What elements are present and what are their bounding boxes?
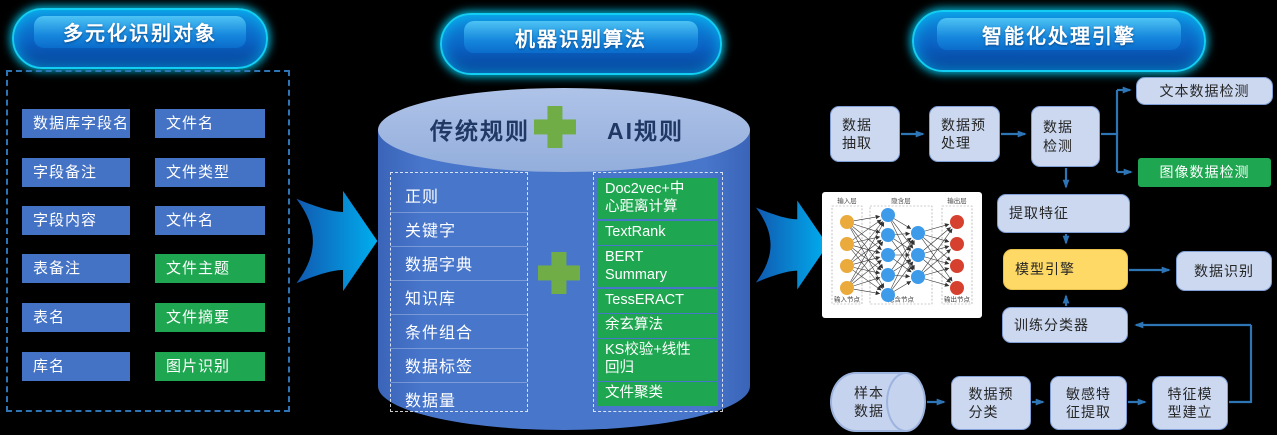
- ai-rule-item: 余玄算法: [598, 314, 718, 338]
- nn-node-label: 隐含节点: [888, 295, 915, 304]
- node-data-recognize: 数据识别: [1176, 251, 1272, 291]
- cylinder-cap: [886, 372, 926, 432]
- recognition-object-item: 图片识别: [155, 352, 265, 381]
- ai-rule-item: KS校验+线性 回归: [598, 339, 718, 381]
- cylinder-title: 机器识别算法: [464, 20, 698, 54]
- recognition-object-item: 库名: [22, 352, 130, 381]
- recognition-object-item: 文件类型: [155, 158, 265, 187]
- node-model-engine: 模型引擎: [1003, 249, 1128, 290]
- node-data-preprocess: 数据预 处理: [929, 106, 1000, 162]
- recognition-object-item: 字段内容: [22, 206, 130, 235]
- node-data-extract: 数据 抽取: [830, 106, 900, 162]
- node-feature-extract: 提取特征: [997, 194, 1130, 233]
- nn-node-label: 输出节点: [944, 295, 971, 304]
- recognition-object-item: 表备注: [22, 254, 130, 283]
- neural-network-image: 输入层输入节点 隐含层隐含节点 输出层输出节点: [822, 192, 982, 318]
- ai-rule-item: BERT Summary: [598, 246, 718, 288]
- recognition-object-item: 文件名: [155, 206, 265, 235]
- rule-item: 关键字: [391, 213, 527, 247]
- node-data-detect: 数据 检测: [1031, 106, 1100, 167]
- engine-title-pill: 智能化处理引擎: [912, 10, 1206, 72]
- node-text-data-detect: 文本数据检测: [1136, 77, 1273, 105]
- rule-item: 数据量: [405, 393, 457, 410]
- recognition-object-item: 字段备注: [22, 158, 130, 187]
- ai-rule-item: 文件聚类: [598, 382, 718, 406]
- left-panel-frame: [6, 70, 290, 412]
- traditional-rules-header: 传统规则: [430, 118, 530, 144]
- plus-icon: [534, 106, 576, 148]
- traditional-rules-list: 正则 关键字 数据字典 知识库 条件组合 数据标签 数据量: [390, 172, 528, 412]
- recognition-object-item: 数据库字段名: [22, 109, 130, 138]
- flow-arrow-cylinder-to-engine: [755, 200, 828, 290]
- node-preclassify: 数据预 分类: [951, 376, 1031, 430]
- rule-item: 数据标签: [391, 349, 527, 383]
- ai-rules-list: Doc2vec+中 心距离计算 TextRank BERT Summary Te…: [593, 172, 723, 412]
- recognition-object-item: 文件主题: [155, 254, 265, 283]
- rules-cylinder: 传统规则 AI规则 正则 关键字 数据字典 知识库 条件组合 数据标签 数据量 …: [378, 88, 750, 430]
- plus-icon: [538, 252, 580, 294]
- rule-item: 知识库: [391, 281, 527, 315]
- cylinder-title-pill: 机器识别算法: [440, 13, 722, 75]
- rule-item: 正则: [391, 179, 527, 213]
- node-feature-model: 特征模 型建立: [1152, 376, 1228, 430]
- left-section-title-pill: 多元化识别对象: [12, 8, 268, 69]
- engine-title: 智能化处理引擎: [937, 17, 1181, 51]
- sample-data-label: 样本 数据: [854, 384, 884, 419]
- ai-rule-item: TessERACT: [598, 288, 718, 313]
- rule-item: 数据字典: [391, 247, 527, 281]
- ai-rule-item: Doc2vec+中 心距离计算: [598, 178, 718, 220]
- node-sensitive-feature: 敏感特 征提取: [1050, 376, 1127, 430]
- recognition-object-item: 文件名: [155, 109, 265, 138]
- left-section-title: 多元化识别对象: [34, 15, 246, 48]
- nn-node-label: 输入节点: [834, 295, 861, 304]
- recognition-object-item: 表名: [22, 303, 130, 332]
- ai-rule-item: TextRank: [598, 220, 718, 245]
- nn-layer-label: 输入层: [837, 196, 857, 205]
- rule-item: 条件组合: [391, 315, 527, 349]
- nn-layer-label: 输出层: [947, 196, 967, 205]
- node-image-data-detect: 图像数据检测: [1138, 158, 1271, 187]
- ai-rules-header: AI规则: [607, 118, 684, 144]
- nn-layer-label: 隐含层: [891, 196, 911, 205]
- recognition-object-item: 文件摘要: [155, 303, 265, 332]
- flow-arrow-left-to-cylinder: [296, 190, 378, 292]
- node-sample-data-cylinder: 样本 数据: [830, 372, 926, 432]
- node-train-classifier: 训练分类器: [1002, 307, 1128, 343]
